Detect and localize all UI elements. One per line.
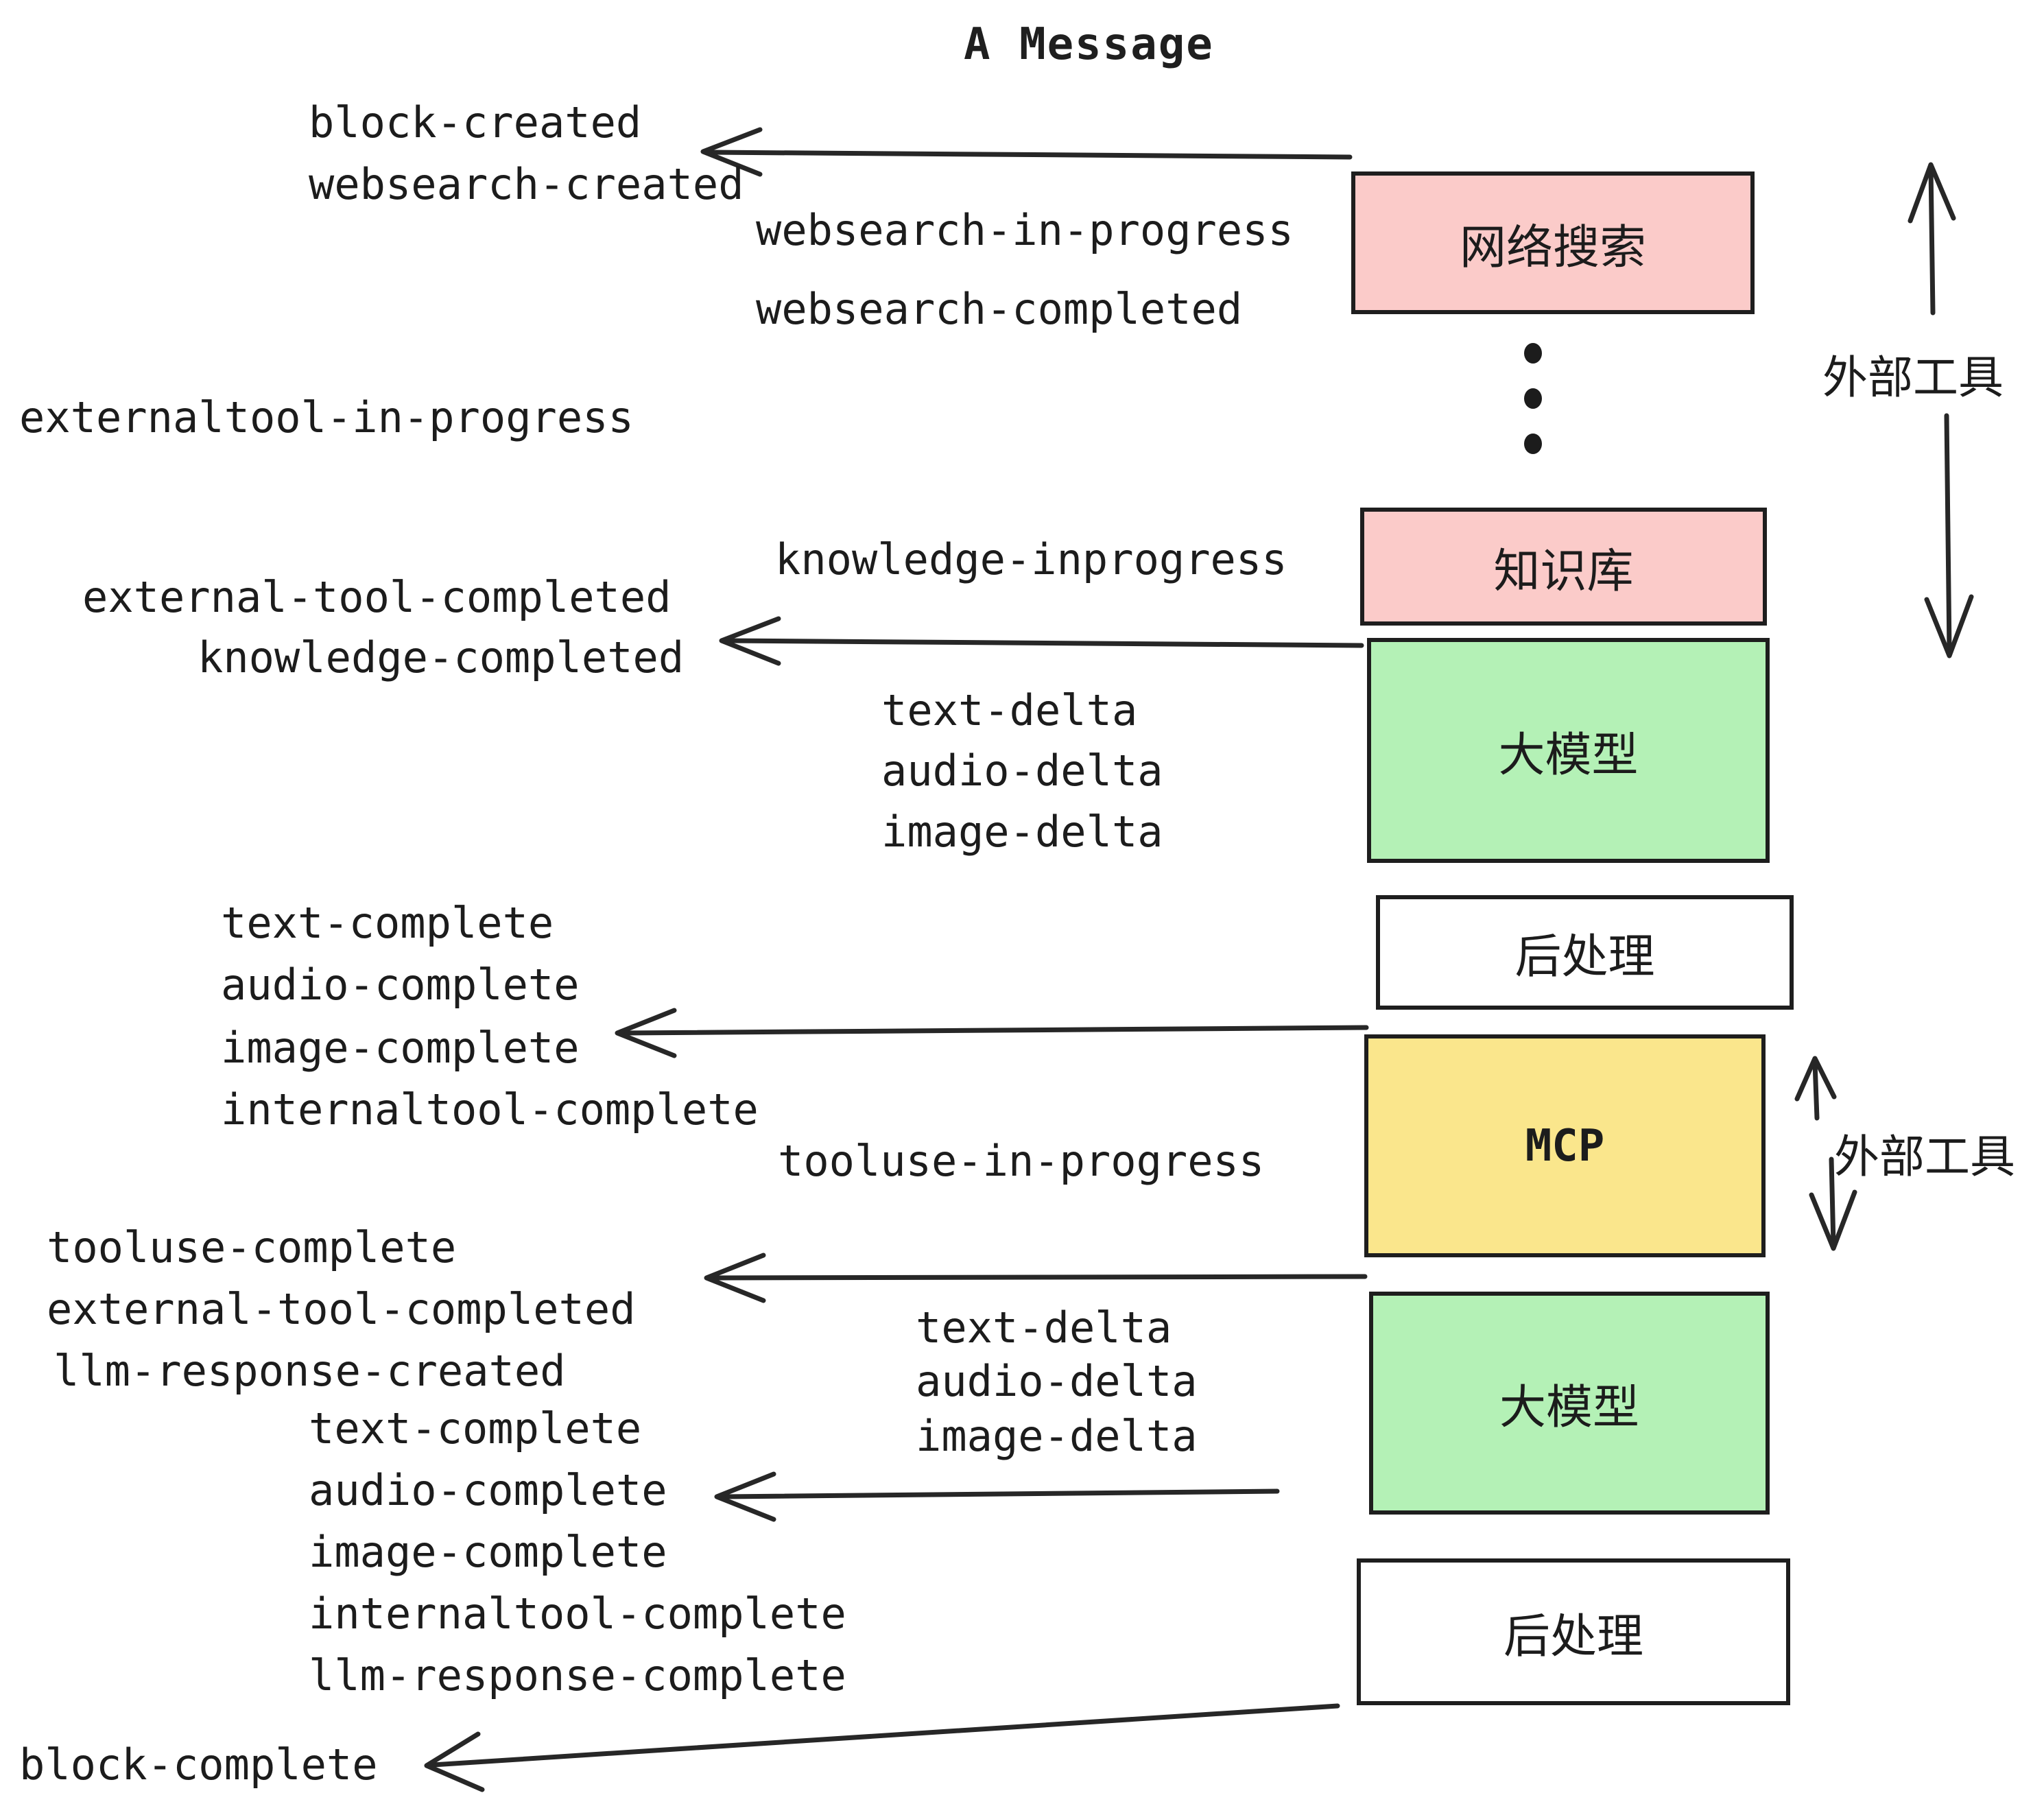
event-knowledge-inprogress: knowledge-inprogress bbox=[775, 534, 1287, 584]
arrow-tooluse-complete bbox=[704, 1253, 1368, 1303]
event-image-complete-2: image-complete bbox=[309, 1527, 667, 1577]
arrow-websearch-created bbox=[700, 127, 1353, 177]
event-knowledge-completed: knowledge-completed bbox=[198, 632, 685, 683]
ellipsis-dot bbox=[1524, 434, 1542, 454]
box-mcp-label: MCP bbox=[1525, 1120, 1605, 1172]
event-text-complete-2: text-complete bbox=[309, 1403, 642, 1453]
event-internaltool-complete-2: internaltool-complete bbox=[309, 1589, 846, 1639]
event-internaltool-complete-1: internaltool-complete bbox=[221, 1084, 759, 1135]
event-websearch-created: websearch-created bbox=[309, 159, 744, 209]
box-llm-1: 大模型 bbox=[1367, 638, 1770, 863]
event-tooluse-in-progress: tooluse-in-progress bbox=[778, 1136, 1265, 1186]
box-knowledge: 知识库 bbox=[1360, 508, 1767, 626]
event-block-created: block-created bbox=[309, 97, 642, 147]
event-llm-response-created: llm-response-created bbox=[54, 1346, 566, 1396]
arrow-llm2-complete bbox=[714, 1471, 1280, 1522]
event-websearch-completed: websearch-completed bbox=[756, 284, 1243, 334]
diagram-title: A Message bbox=[964, 19, 1214, 70]
event-audio-delta-1: audio-delta bbox=[881, 746, 1163, 796]
box-knowledge-label: 知识库 bbox=[1493, 544, 1634, 599]
external-tools-label-1: 外部工具 bbox=[1822, 351, 2004, 404]
event-audio-complete-1: audio-complete bbox=[221, 960, 580, 1010]
ellipsis-dot bbox=[1524, 343, 1542, 364]
box-post-2: 后处理 bbox=[1357, 1558, 1790, 1705]
arrow-block-complete bbox=[424, 1703, 1340, 1792]
box-websearch: 网络搜索 bbox=[1351, 171, 1755, 314]
event-image-delta-1: image-delta bbox=[881, 807, 1163, 857]
external-tools-arrow-down-1 bbox=[1924, 413, 1974, 658]
box-mcp: MCP bbox=[1364, 1034, 1766, 1257]
arrow-knowledge-completed bbox=[719, 616, 1364, 666]
event-block-complete: block-complete bbox=[19, 1740, 378, 1790]
event-external-tool-completed-2: external-tool-completed bbox=[47, 1284, 636, 1334]
box-post-1-label: 后处理 bbox=[1514, 930, 1655, 984]
event-external-tool-completed-1: external-tool-completed bbox=[82, 572, 672, 622]
box-post-2-label: 后处理 bbox=[1503, 1609, 1643, 1664]
external-tools-label-2: 外部工具 bbox=[1834, 1130, 2015, 1183]
event-text-delta-2: text-delta bbox=[916, 1303, 1172, 1353]
event-websearch-in-progress: websearch-in-progress bbox=[756, 205, 1294, 255]
ellipsis-dot bbox=[1524, 388, 1542, 409]
external-tools-arrow-up-2 bbox=[1794, 1056, 1837, 1121]
event-audio-delta-2: audio-delta bbox=[916, 1356, 1198, 1406]
event-image-delta-2: image-delta bbox=[916, 1411, 1198, 1461]
box-websearch-label: 网络搜索 bbox=[1459, 220, 1646, 275]
box-llm-2: 大模型 bbox=[1369, 1292, 1770, 1515]
event-audio-complete-2: audio-complete bbox=[309, 1465, 667, 1515]
event-llm-response-complete: llm-response-complete bbox=[309, 1650, 846, 1700]
external-tools-arrow-up-1 bbox=[1908, 162, 1956, 316]
event-text-complete-1: text-complete bbox=[221, 898, 554, 948]
event-image-complete-1: image-complete bbox=[221, 1023, 580, 1073]
box-llm-2-label: 大模型 bbox=[1499, 1381, 1639, 1435]
arrow-internal-complete bbox=[615, 1008, 1369, 1058]
event-text-delta-1: text-delta bbox=[881, 685, 1138, 735]
box-llm-1-label: 大模型 bbox=[1498, 728, 1639, 783]
event-externaltool-in-progress: externaltool-in-progress bbox=[19, 392, 634, 442]
box-post-1: 后处理 bbox=[1376, 895, 1794, 1010]
event-tooluse-complete: tooluse-complete bbox=[47, 1222, 457, 1272]
